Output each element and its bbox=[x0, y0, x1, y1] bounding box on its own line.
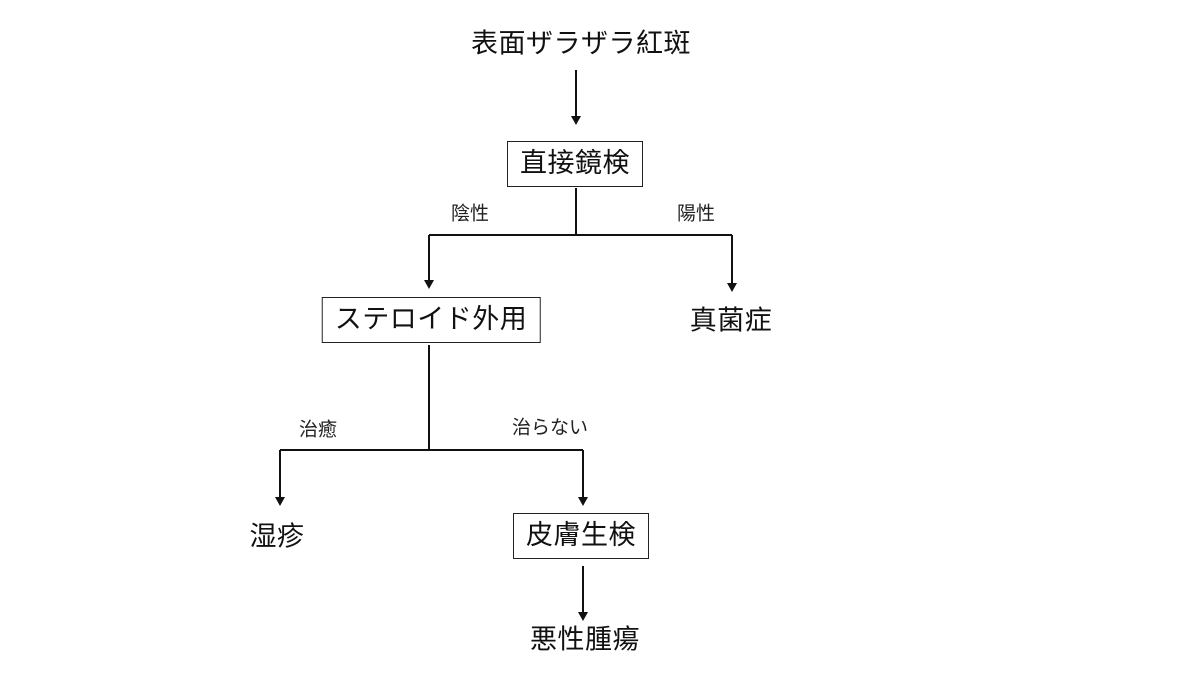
arrowhead bbox=[424, 280, 434, 289]
node-direct-microscopy: 直接鏡検 bbox=[507, 141, 643, 187]
node-skin-biopsy: 皮膚生検 bbox=[513, 513, 649, 559]
edge-label-not-healed: 治らない bbox=[511, 416, 589, 439]
arrowhead bbox=[275, 497, 285, 506]
arrowhead bbox=[578, 612, 588, 621]
node-malignant-tumor: 悪性腫瘍 bbox=[530, 624, 640, 656]
arrowhead bbox=[571, 116, 581, 125]
edge-label-negative: 陰性 bbox=[450, 202, 490, 225]
edge-label-healed: 治癒 bbox=[298, 418, 338, 441]
arrowhead bbox=[727, 283, 737, 292]
node-topical-steroid: ステロイド外用 bbox=[321, 297, 541, 343]
node-eczema: 湿疹 bbox=[249, 521, 305, 553]
node-mycosis: 真菌症 bbox=[689, 305, 773, 337]
arrowhead bbox=[578, 497, 588, 506]
node-rough-erythema: 表面ザラザラ紅斑 bbox=[471, 28, 691, 60]
edge-label-positive: 陽性 bbox=[676, 202, 716, 225]
